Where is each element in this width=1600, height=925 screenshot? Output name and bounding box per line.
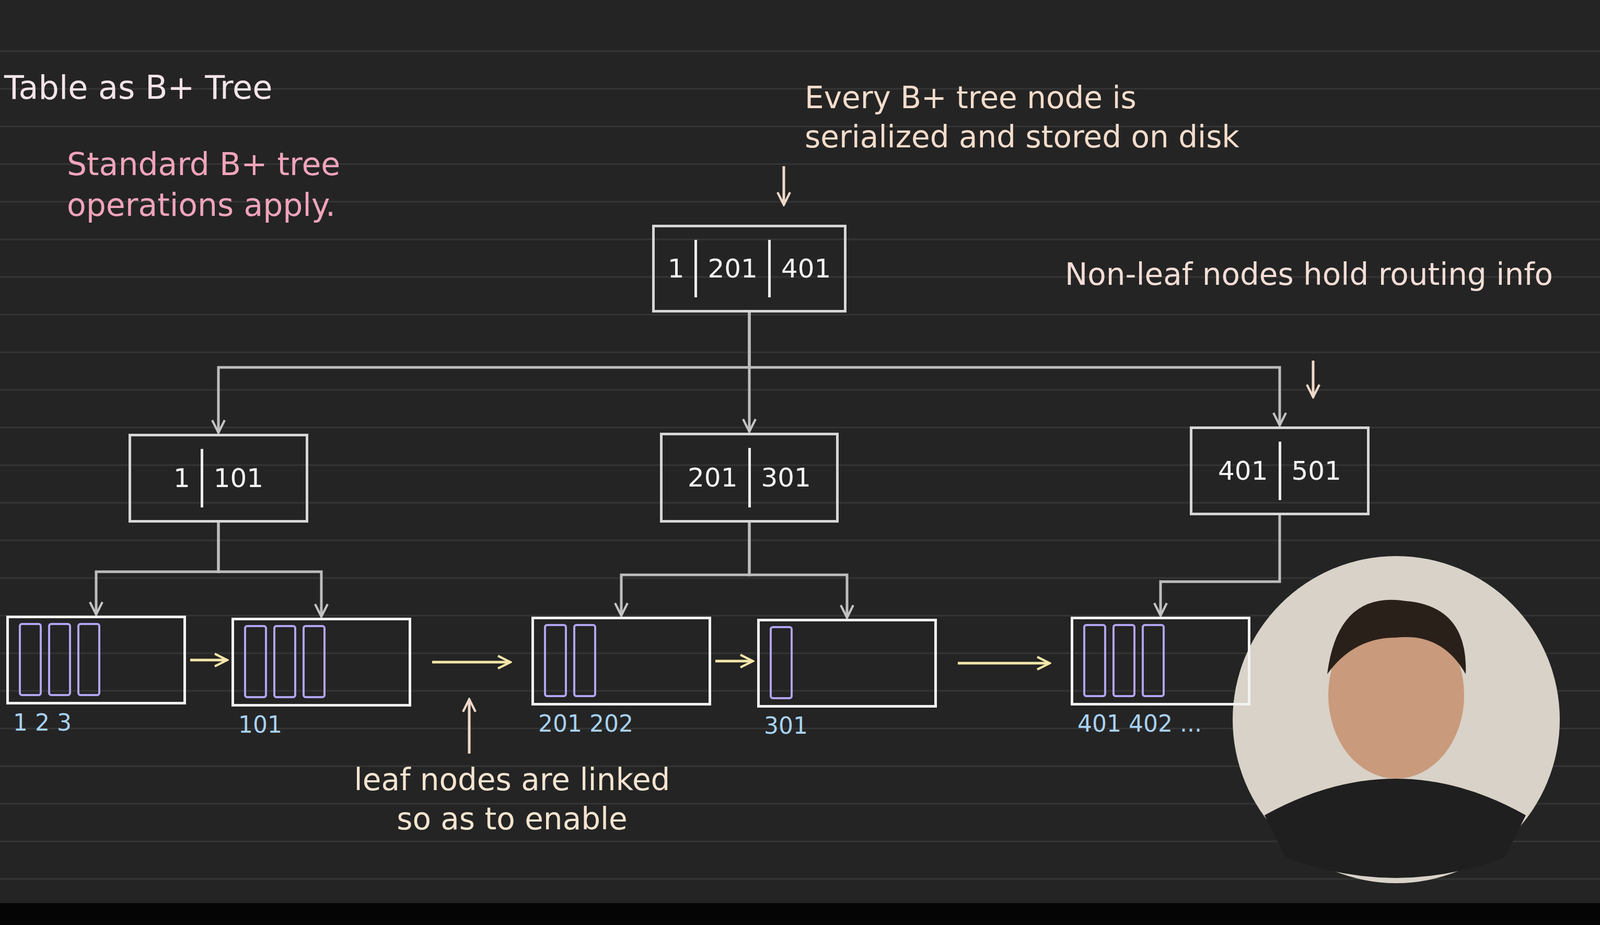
tree-pointer	[218, 522, 322, 617]
row-record	[545, 624, 566, 697]
key-value: 101	[200, 448, 274, 508]
key-value: 301	[748, 447, 822, 508]
routing-node: 401501	[1189, 426, 1370, 516]
row-record	[1142, 624, 1164, 697]
webcam-shirt	[1264, 778, 1526, 878]
key-value: 1	[657, 239, 695, 298]
pointer-arrow	[782, 166, 786, 205]
ruled-line	[0, 238, 1600, 241]
key-value: 1	[163, 448, 201, 508]
ruled-line	[0, 50, 1600, 53]
webcam-circle	[1232, 555, 1560, 884]
row-keys: 301	[763, 713, 808, 739]
ruled-line	[0, 502, 1600, 504]
row-record	[245, 625, 266, 698]
ruled-line	[0, 351, 1600, 354]
leaf-link	[715, 659, 753, 663]
tree-pointer	[96, 522, 219, 615]
tree-pointer	[749, 312, 1280, 426]
tree-pointer	[749, 522, 848, 618]
annotation: leaf nodes are linked so as to enable	[276, 760, 748, 840]
key-value: 201	[677, 447, 748, 508]
row-records	[19, 623, 1164, 699]
row-record	[49, 623, 71, 695]
row-record	[1084, 624, 1106, 697]
leaf-node: 201 202	[531, 616, 712, 706]
row-record	[1113, 624, 1135, 697]
row-record	[274, 625, 296, 698]
leaf-link	[190, 658, 228, 662]
leaf-node: 301	[757, 618, 937, 708]
row-keys: 101	[238, 712, 283, 738]
routing-node: 201301	[659, 432, 839, 523]
webcam-hair	[1327, 599, 1466, 675]
ruled-line	[0, 314, 1600, 316]
routing-node: 1201401	[652, 224, 848, 313]
leaf-link	[957, 662, 1050, 665]
row-record	[78, 623, 100, 695]
webcam-overlay	[1232, 555, 1560, 884]
row-record	[770, 627, 792, 699]
ruled-lines	[0, 51, 1600, 879]
leaf-node: 101	[231, 617, 412, 707]
annotation: Non-leaf nodes hold routing info	[1039, 254, 1579, 295]
tree-pointer	[1160, 515, 1280, 616]
row-record	[19, 623, 41, 695]
row-keys: 401 402 ...	[1077, 711, 1202, 737]
row-keys: 1 2 3	[13, 710, 72, 736]
annotation: Every B+ tree node is serialized and sto…	[804, 78, 1526, 158]
ruled-line	[0, 539, 1600, 542]
tree-pointer	[218, 312, 750, 433]
leaf-link	[432, 661, 511, 664]
row-record	[303, 625, 325, 698]
ruled-line	[0, 125, 1600, 128]
key-value: 401	[1207, 441, 1279, 501]
ruled-line	[0, 389, 1600, 391]
row-keys: 201 202	[538, 711, 634, 737]
bottom-bar	[0, 902, 1600, 925]
key-value: 501	[1278, 441, 1352, 501]
leaf-node: 1 2 3	[6, 615, 187, 705]
row-record	[574, 624, 596, 697]
leaf-node: 401 402 ...	[1070, 616, 1251, 706]
title: Table as B+ Tree	[4, 66, 475, 110]
pointer-arrow	[1312, 360, 1315, 398]
key-value: 401	[768, 239, 842, 298]
tree-pointer	[621, 522, 750, 616]
routing-node: 1101	[128, 433, 309, 523]
pointer-arrow	[468, 699, 471, 754]
key-value: 201	[694, 239, 768, 298]
annotation: Standard B+ tree operations apply.	[66, 143, 485, 226]
